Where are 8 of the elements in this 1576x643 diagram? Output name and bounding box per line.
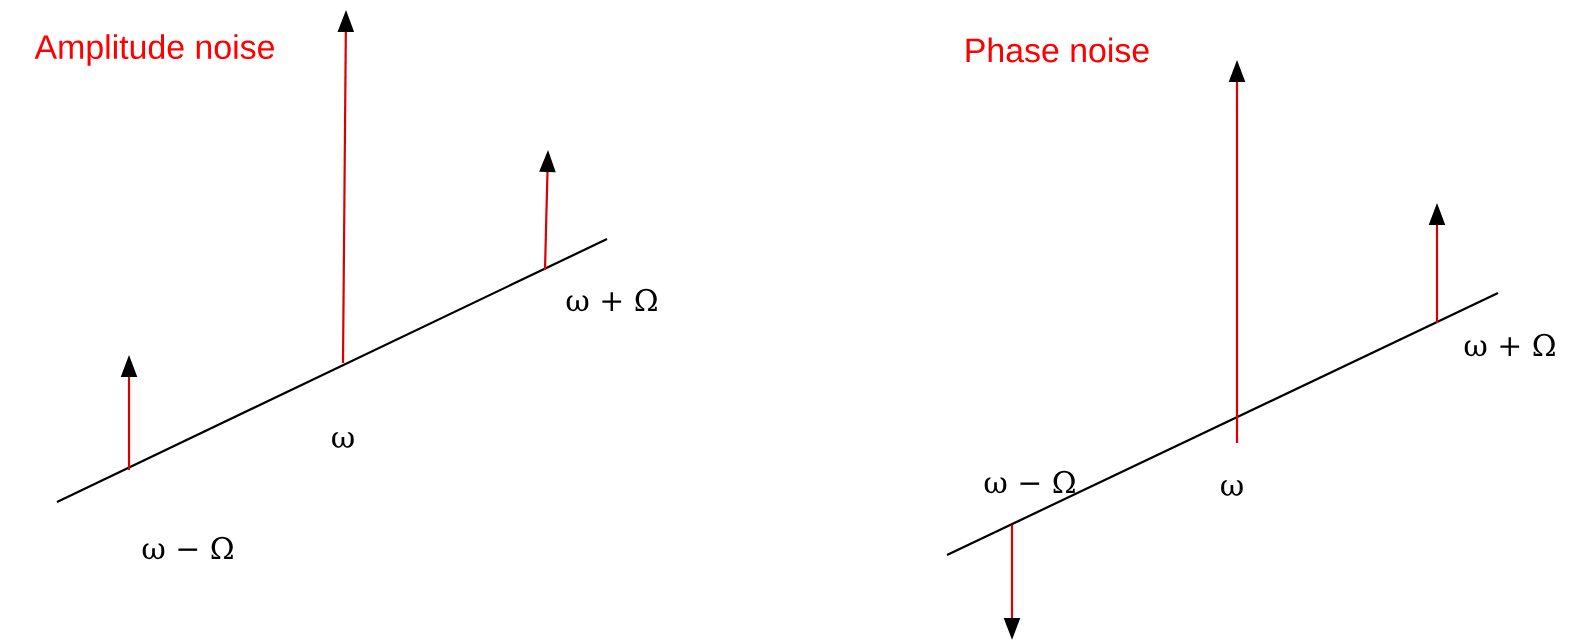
frequency-label: ω + Ω (566, 288, 657, 312)
panel-title: Amplitude noise (34, 34, 274, 66)
frequency-label: ω − Ω (984, 470, 1075, 494)
frequency-label: ω (1221, 480, 1243, 496)
panel-title: Phase noise (966, 37, 1149, 63)
frequency-label: ω (332, 432, 354, 448)
frequency-label: ω − Ω (142, 536, 233, 560)
frequency-label: ω + Ω (1464, 333, 1555, 357)
